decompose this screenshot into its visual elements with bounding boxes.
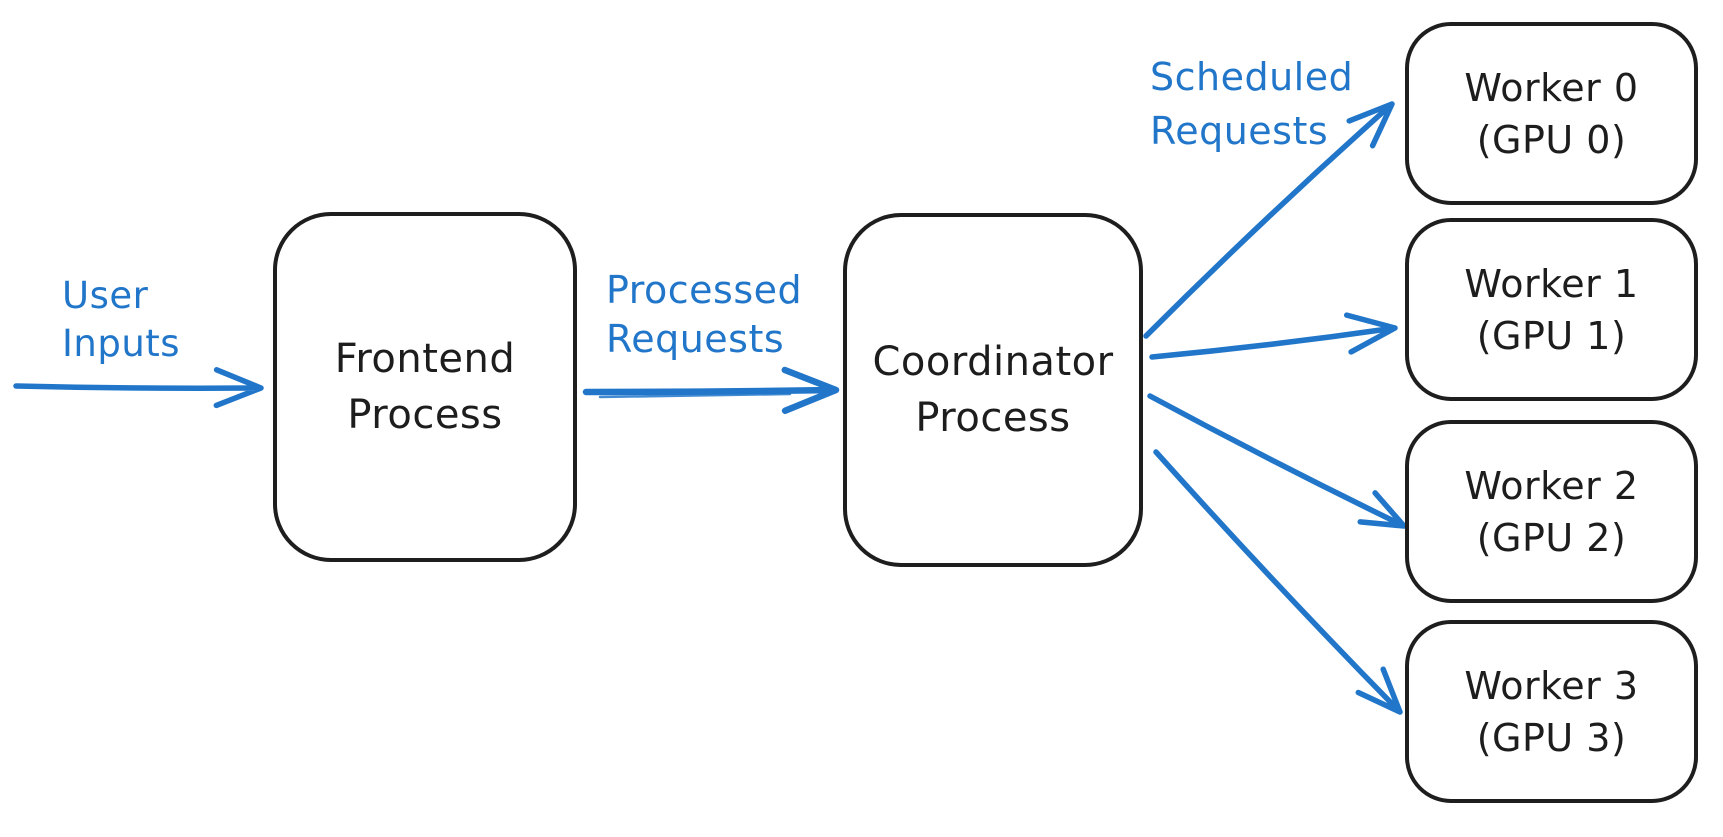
node-frontend-label-line2: Process <box>347 392 503 438</box>
node-worker-2-label-line1: Worker 2 <box>1464 463 1639 508</box>
label-processed-requests-line2: Requests <box>606 317 785 361</box>
node-worker-2-label-line2: (GPU 2) <box>1476 515 1627 560</box>
label-user-inputs: User Inputs <box>62 272 180 368</box>
node-worker-2: Worker 2 (GPU 2) <box>1405 420 1698 603</box>
arrow-coordinator-to-worker2 <box>1147 393 1407 529</box>
label-scheduled-requests-line1: Scheduled <box>1150 55 1354 99</box>
node-worker-0: Worker 0 (GPU 0) <box>1405 22 1698 205</box>
node-worker-0-label-line1: Worker 0 <box>1464 65 1639 110</box>
node-worker-3-label-line2: (GPU 3) <box>1476 715 1627 760</box>
node-coordinator-process: Coordinator Process <box>843 213 1143 567</box>
arrow-frontend-to-coordinator <box>582 366 840 415</box>
label-processed-requests-line1: Processed <box>606 268 803 312</box>
arrow-coordinator-to-worker1 <box>1149 312 1398 360</box>
node-worker-1-label-line2: (GPU 1) <box>1476 313 1627 358</box>
label-scheduled-requests: Scheduled Requests <box>1150 50 1353 158</box>
arrow-user-inputs-to-frontend <box>13 367 264 409</box>
arrow-coordinator-to-worker3 <box>1153 449 1403 715</box>
node-worker-1-label-line1: Worker 1 <box>1464 261 1639 306</box>
node-coordinator-label-line1: Coordinator <box>872 339 1114 385</box>
node-worker-3-label-line1: Worker 3 <box>1464 663 1639 708</box>
label-user-inputs-line1: User <box>62 274 149 317</box>
arrow-frontend-to-coordinator-sketch-stroke <box>598 392 792 399</box>
label-user-inputs-line2: Inputs <box>62 322 181 365</box>
node-worker-1: Worker 1 (GPU 1) <box>1405 218 1698 401</box>
node-frontend-process: Frontend Process <box>273 212 577 562</box>
node-worker-3: Worker 3 (GPU 3) <box>1405 620 1698 803</box>
node-frontend-label-line1: Frontend <box>334 336 516 382</box>
node-worker-0-label-line2: (GPU 0) <box>1476 117 1627 162</box>
label-scheduled-requests-line2: Requests <box>1150 109 1329 153</box>
label-processed-requests: Processed Requests <box>606 266 802 364</box>
node-coordinator-label-line2: Process <box>915 395 1071 441</box>
